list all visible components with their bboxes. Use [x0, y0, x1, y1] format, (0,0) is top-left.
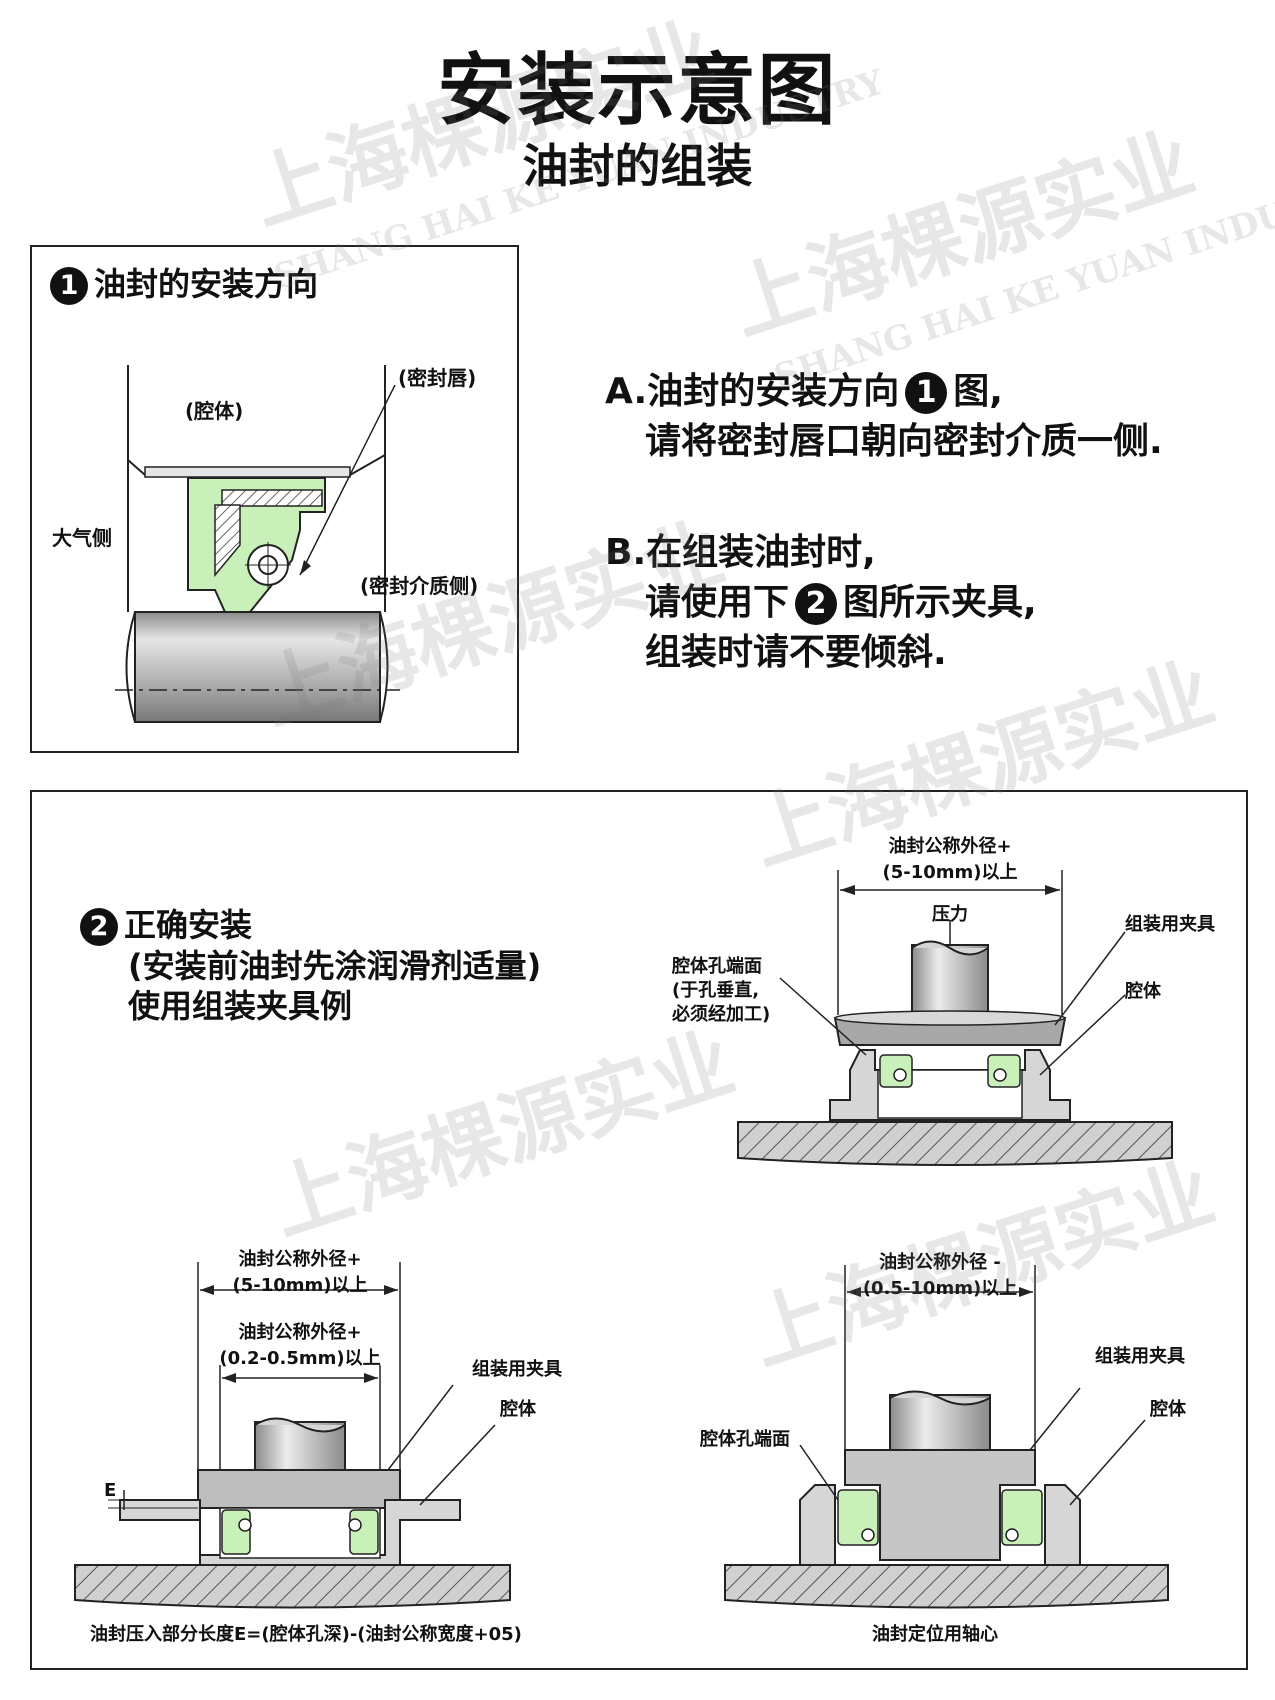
base-plate-shape — [74, 1564, 511, 1609]
jig-plate-shape — [197, 1469, 401, 1509]
seal-lip-label: (密封唇) — [398, 366, 477, 390]
page-subtitle: 油封的组装 — [522, 139, 753, 193]
instruction-b-badge: 2 — [795, 583, 838, 625]
instruction-a-suffix: 图, — [953, 371, 1003, 412]
medium-side-label: (密封介质侧) — [360, 574, 479, 598]
instruction-b-suffix: 图所示夹具, — [843, 582, 1037, 623]
bore-face-label: 腔体孔端面 — [700, 1429, 790, 1450]
dim-outer-label: 油封公称外径+ (5-10mm)以上 — [220, 1245, 380, 1297]
dim-inner-line1: 油封公称外径+ — [238, 1322, 362, 1343]
dim-line1: 油封公称外径+ — [888, 836, 1012, 857]
jig-shaft-shape — [911, 944, 989, 1021]
cavity-label: 腔体 — [500, 1399, 536, 1420]
bore-note2: 必须经加工) — [672, 1004, 771, 1025]
pressure-label: 压力 — [932, 904, 968, 925]
section2-heading2: (安装前油封先涂润滑剂适量) — [128, 947, 542, 985]
section2-heading3: 使用组装夹具例 — [128, 987, 353, 1025]
seal-direction-diagram — [115, 365, 400, 723]
installation-direction-panel — [30, 245, 519, 753]
base-plate-shape — [737, 1121, 1173, 1166]
base-plate-shape — [724, 1564, 1169, 1609]
section2-badge: 2 — [80, 908, 118, 946]
dim-inner-line2: (0.2-0.5mm)以上 — [219, 1348, 381, 1369]
jig-diagram-bottom-left — [74, 1262, 511, 1609]
bore-face-label: 腔体孔端面 (于孔垂直, 必须经加工) — [672, 955, 770, 1027]
instruction-a-text: A.油封的安装方向 — [605, 371, 900, 412]
dim-line2: (5-10mm)以上 — [882, 862, 1018, 883]
bottom-right-caption: 油封定位用轴心 — [872, 1624, 998, 1645]
cavity-label: 腔体 — [1125, 981, 1161, 1002]
instruction-b-line1: B.在组装油封时, — [605, 532, 876, 573]
dim-label-bottom-right: 油封公称外径 - (0.5-10mm)以上 — [855, 1248, 1025, 1300]
correct-installation-panel — [30, 790, 1248, 1670]
dim-outer-line1: 油封公称外径+ — [238, 1249, 362, 1270]
bore-face-text: 腔体孔端面 — [672, 956, 762, 977]
atmosphere-side-label: 大气侧 — [52, 526, 112, 550]
instruction-b-text: 请使用下 — [645, 582, 790, 623]
jig-diagram-top — [737, 870, 1173, 1166]
dim-inner-label: 油封公称外径+ (0.2-0.5mm)以上 — [215, 1318, 385, 1370]
jig-label: 组装用夹具 — [1125, 914, 1215, 935]
instruction-a-line2: 请将密封唇口朝向密封介质一侧. — [645, 421, 1163, 462]
cavity-label: 腔体 — [1150, 1399, 1186, 1420]
bottom-left-caption: 油封压入部分长度E=(腔体孔深)-(油封公称宽度+05) — [90, 1624, 522, 1645]
jig-label: 组装用夹具 — [472, 1359, 562, 1380]
page-title: 安装示意图 — [437, 46, 838, 136]
instruction-b-line3: 组装时请不要倾斜. — [645, 632, 947, 673]
section1-heading-text: 油封的安装方向 — [94, 265, 319, 303]
jig-diagram-bottom-right — [724, 1265, 1169, 1609]
cavity-body-shape — [119, 1499, 461, 1566]
instruction-a-badge: 1 — [905, 372, 948, 414]
section1-badge: 1 — [50, 267, 88, 305]
dim-outer-line2: (5-10mm)以上 — [232, 1275, 368, 1296]
bore-note1: (于孔垂直, — [672, 980, 760, 1001]
shaft-shape — [134, 611, 381, 723]
e-label: E — [104, 1480, 117, 1501]
cavity-label: (腔体) — [185, 399, 244, 423]
locating-jig-shape — [844, 1449, 1036, 1561]
dim-br-line2: (0.5-10mm)以上 — [862, 1278, 1018, 1299]
dim-br-line1: 油封公称外径 - — [879, 1252, 1001, 1273]
dim-label-top: 油封公称外径+ (5-10mm)以上 — [880, 832, 1020, 884]
section2-heading1: 正确安装 — [124, 906, 253, 944]
jig-label: 组装用夹具 — [1095, 1346, 1185, 1367]
